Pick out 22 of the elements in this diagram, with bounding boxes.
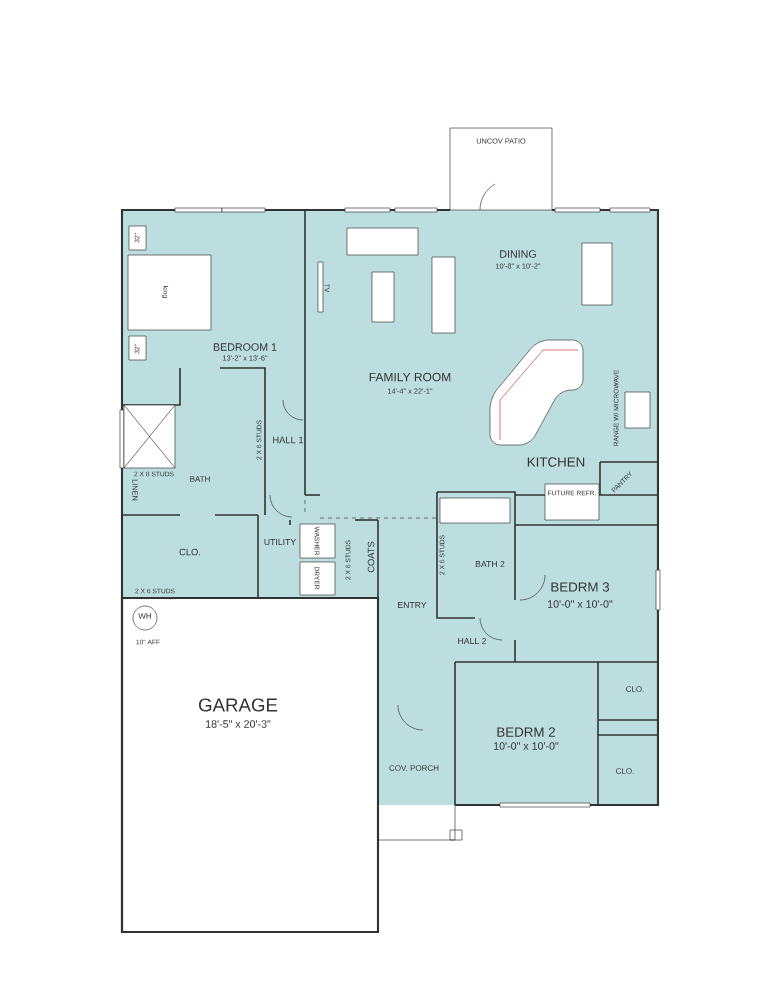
room-name: UTILITY [264,539,296,546]
room-name: BEDROOM 1 [213,343,277,351]
room-name: CLO. [616,768,634,774]
room-name: BATH 2 [475,561,505,568]
room-dimension: 18'-5" x 20'-3" [206,720,271,728]
room-dimension: 10'-0" x 10'-0" [494,742,559,750]
room-dimension: 10'-0" x 10'-0" [548,600,613,608]
room-name: ENTRY [398,602,427,608]
room-name: BATH [190,476,210,482]
room-name: BEDRM 3 [551,582,610,592]
room-name: GARAGE [199,698,278,712]
room-name: FAMILY ROOM [369,372,451,382]
room-name: COATS [367,541,375,573]
room-name: CLO. [179,548,201,556]
fixture-label: WH [138,613,151,619]
area-name: COV. PORCH [389,765,439,771]
room-name: BEDRM 2 [497,727,555,737]
room-name: CLO. [626,686,644,692]
room-name: KITCHEN [527,457,585,467]
room-name: HALL 1 [273,436,304,444]
room-name: DINING [500,250,536,258]
room-name: HALL 2 [458,638,486,645]
